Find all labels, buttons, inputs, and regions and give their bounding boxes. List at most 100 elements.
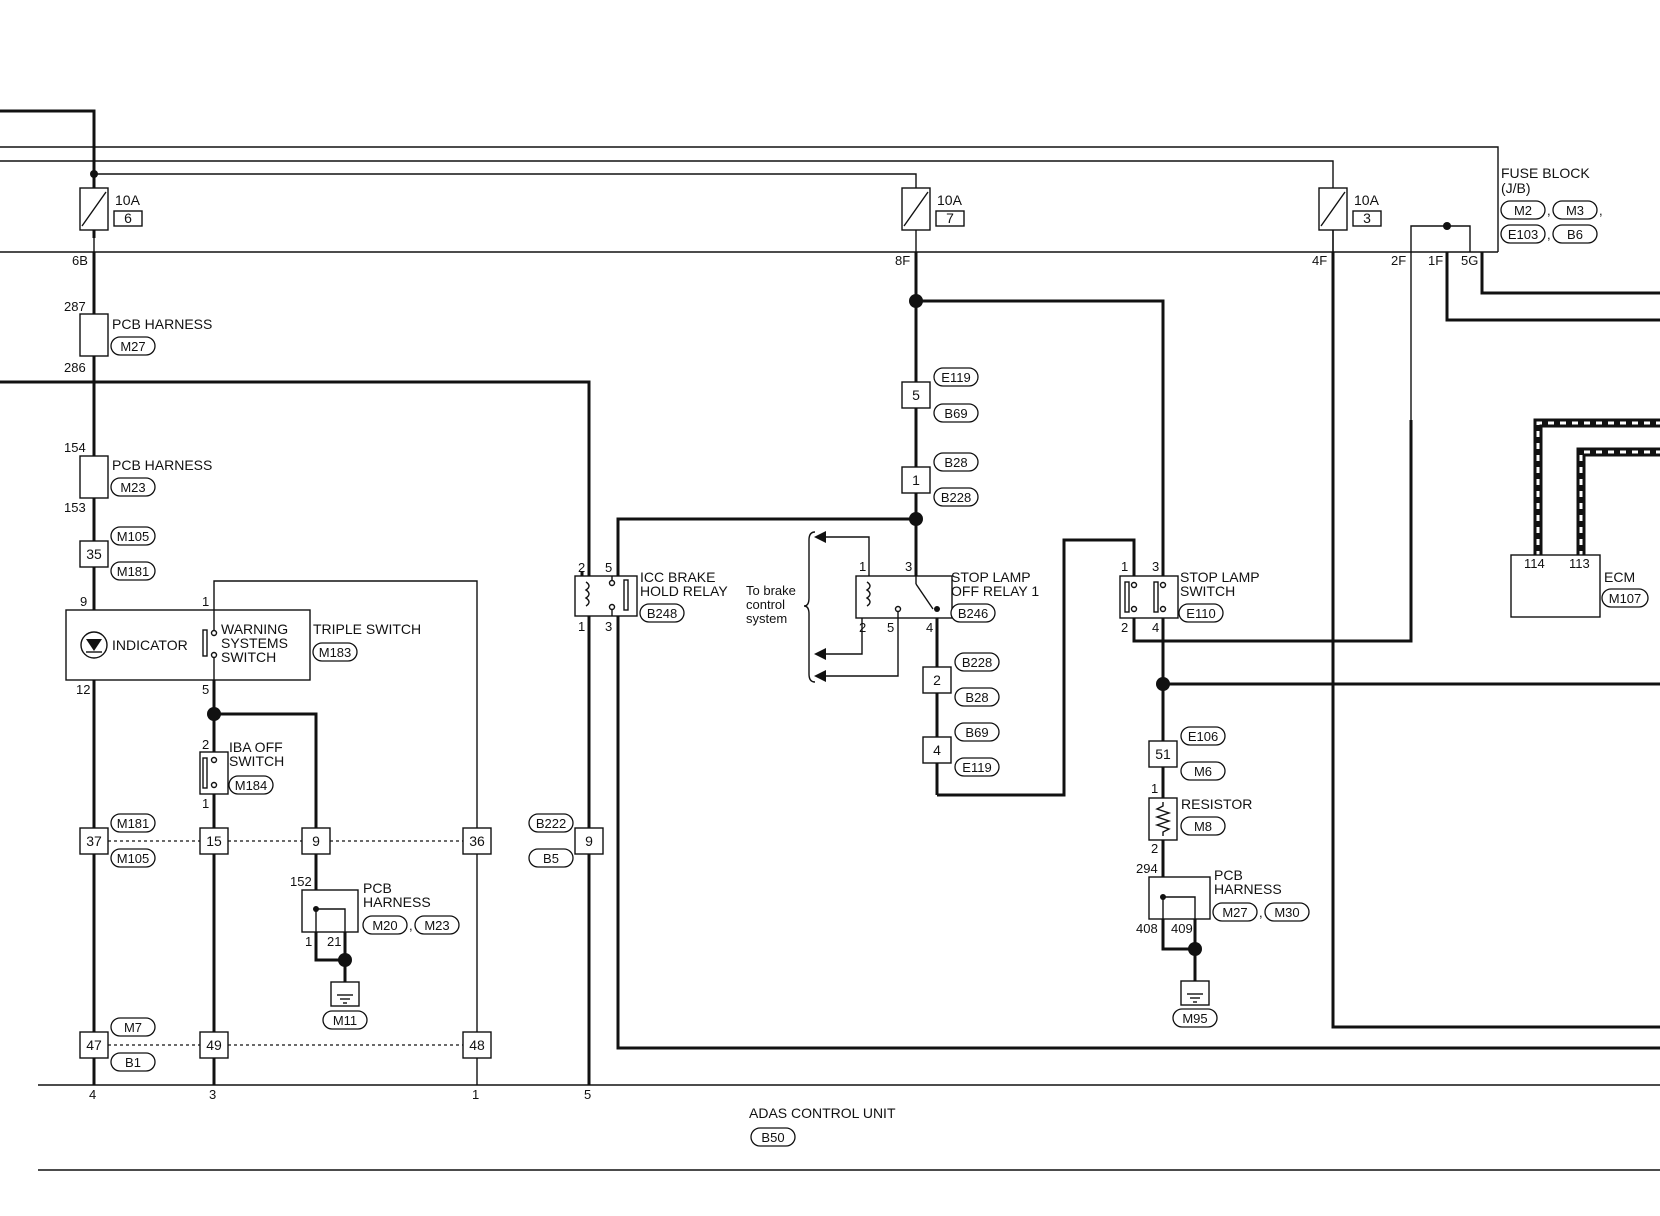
- svg-text:4: 4: [933, 742, 941, 758]
- svg-text:M107: M107: [1609, 591, 1642, 606]
- stop-lamp-off-relay: 1 3 2 5 4 STOP LAMP OFF RELAY 1 B246: [855, 559, 1039, 635]
- joint-connector-4-b69: 4 B69 E119: [922, 722, 1000, 777]
- svg-text:HOLD RELAY: HOLD RELAY: [640, 583, 728, 599]
- svg-text:FUSE BLOCK: FUSE BLOCK: [1501, 165, 1590, 181]
- pcb-harness-m27-m30: 294 408 409 PCB HARNESS M27 , M30: [1136, 861, 1310, 981]
- svg-text:SWITCH: SWITCH: [221, 649, 276, 665]
- svg-text:RESISTOR: RESISTOR: [1181, 796, 1252, 812]
- svg-text:STOP LAMP: STOP LAMP: [1180, 569, 1260, 585]
- fuse-7: 10A 7: [901, 187, 965, 231]
- svg-text:409: 409: [1171, 921, 1193, 936]
- svg-text:B1: B1: [125, 1055, 141, 1070]
- svg-text:2: 2: [578, 560, 585, 575]
- svg-text:B246: B246: [958, 606, 988, 621]
- svg-text:M105: M105: [117, 529, 150, 544]
- svg-text:(J/B): (J/B): [1501, 180, 1531, 196]
- svg-text:47: 47: [86, 1037, 102, 1053]
- svg-text:113: 113: [1569, 556, 1590, 571]
- svg-text:control: control: [746, 597, 785, 612]
- svg-text:B28: B28: [965, 690, 988, 705]
- svg-text:HARNESS: HARNESS: [1214, 881, 1282, 897]
- fuse-block-terminals: 6B 8F 4F 2F 1F 5G: [72, 253, 1478, 268]
- svg-text:SWITCH: SWITCH: [229, 753, 284, 769]
- svg-text:51: 51: [1155, 746, 1171, 762]
- fuse-wire-stubs: [93, 230, 1334, 252]
- svg-text:1: 1: [578, 619, 585, 634]
- svg-text:E106: E106: [1188, 729, 1218, 744]
- adas-control-unit: 4 3 1 5 ADAS CONTROL UNIT B50: [38, 1084, 1660, 1171]
- svg-text:48: 48: [469, 1037, 485, 1053]
- svg-text:IBA OFF: IBA OFF: [229, 739, 283, 755]
- svg-text:49: 49: [206, 1037, 222, 1053]
- svg-text:10A: 10A: [115, 192, 141, 208]
- svg-text:B222: B222: [536, 816, 566, 831]
- svg-text:E119: E119: [941, 370, 970, 385]
- svg-text:B5: B5: [543, 851, 559, 866]
- stop-lamp-switch: 1 3 2 4 STOP LAMP SWITCH E110: [1119, 559, 1260, 635]
- svg-text:9: 9: [312, 833, 320, 849]
- svg-text:PCB HARNESS: PCB HARNESS: [112, 457, 212, 473]
- svg-text:M27: M27: [120, 339, 145, 354]
- svg-text:2: 2: [1121, 620, 1128, 635]
- svg-text:system: system: [746, 611, 787, 626]
- svg-text:2: 2: [202, 737, 209, 752]
- svg-text:4: 4: [926, 620, 933, 635]
- svg-text:M181: M181: [117, 816, 150, 831]
- svg-text:E119: E119: [962, 760, 991, 775]
- top-power-wires: [0, 109, 1499, 253]
- ecm-shielded-wires: [1533, 418, 1660, 557]
- svg-text:E103: E103: [1508, 227, 1538, 242]
- svg-text:M11: M11: [333, 1013, 357, 1028]
- triple-switch: 9 12 1 5 INDICATOR WARNING SYSTEMS SWITC…: [65, 594, 421, 697]
- svg-text:3: 3: [209, 1087, 216, 1102]
- svg-text:1: 1: [859, 559, 866, 574]
- svg-text:To brake: To brake: [746, 583, 796, 598]
- svg-text:M6: M6: [1194, 764, 1212, 779]
- svg-text:SYSTEMS: SYSTEMS: [221, 635, 288, 651]
- svg-text:294: 294: [1136, 861, 1158, 876]
- svg-text:1: 1: [1121, 559, 1128, 574]
- joint-connector-5-e119: 5 E119 B69: [901, 367, 979, 423]
- svg-text:E110: E110: [1186, 606, 1215, 621]
- svg-text:152: 152: [290, 874, 312, 889]
- svg-text:12: 12: [76, 682, 90, 697]
- svg-text:,: ,: [1259, 905, 1263, 920]
- svg-text:1: 1: [472, 1087, 479, 1102]
- svg-text:7: 7: [946, 210, 954, 226]
- svg-text:M181: M181: [117, 564, 150, 579]
- ground-m95: M95: [1172, 980, 1218, 1028]
- right-side-wires: [1331, 222, 1660, 1029]
- svg-text:5: 5: [605, 560, 612, 575]
- svg-text:M30: M30: [1274, 905, 1299, 920]
- svg-text:2: 2: [1151, 841, 1158, 856]
- svg-text:35: 35: [86, 546, 102, 562]
- svg-text:2: 2: [933, 672, 941, 688]
- svg-text:SWITCH: SWITCH: [1180, 583, 1235, 599]
- svg-text:M183: M183: [319, 645, 352, 660]
- svg-text:M27: M27: [1222, 905, 1247, 920]
- svg-text:154: 154: [64, 440, 86, 455]
- svg-text:287: 287: [64, 299, 86, 314]
- ecm: 114 113 ECM M107: [1510, 554, 1649, 618]
- joint-connector-51-e106: 51 E106 M6: [1148, 726, 1226, 781]
- svg-text:3: 3: [1152, 559, 1159, 574]
- svg-text:3: 3: [905, 559, 912, 574]
- stop-lamp-off-relay-wires: [909, 252, 1165, 797]
- svg-text:B248: B248: [647, 606, 677, 621]
- svg-text:B228: B228: [962, 655, 992, 670]
- joint-connector-35: 35 M105 M181: [79, 526, 156, 581]
- svg-text:9: 9: [80, 594, 87, 609]
- svg-text:B28: B28: [944, 455, 967, 470]
- connector-row-m181: 37 M181 M105 15 9 36: [79, 813, 492, 868]
- connector-row-m7: 47 M7 B1 49 48: [79, 1017, 492, 1072]
- pcb-harness-m23: 154 153 PCB HARNESS M23: [64, 440, 212, 515]
- svg-text:M105: M105: [117, 851, 150, 866]
- svg-text:5: 5: [887, 620, 894, 635]
- brake-control-arrows: To brake control system: [746, 531, 899, 683]
- svg-text:M23: M23: [424, 918, 449, 933]
- svg-text:B6: B6: [1567, 227, 1583, 242]
- joint-connector-2-b228: 2 B228 B28: [922, 652, 1000, 707]
- svg-text:3: 3: [605, 619, 612, 634]
- svg-text:4: 4: [89, 1087, 96, 1102]
- svg-text:M23: M23: [120, 480, 145, 495]
